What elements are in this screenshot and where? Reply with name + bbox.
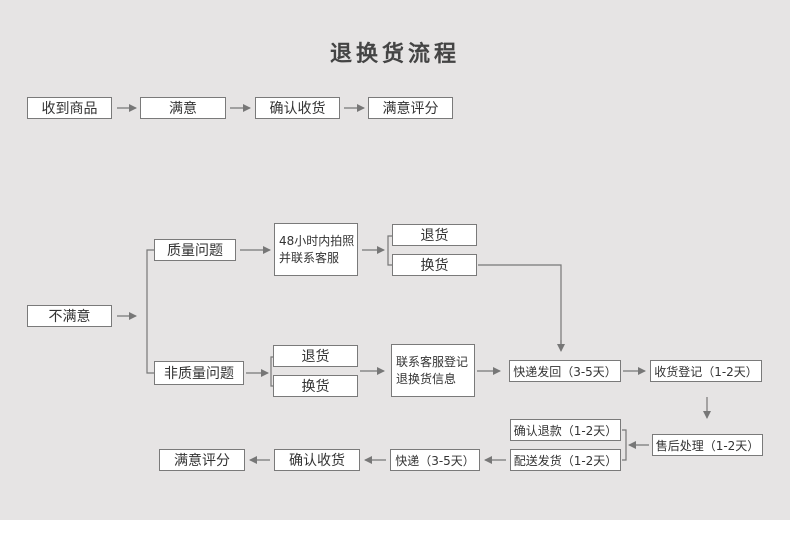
box-confirm-refund: 确认退款（1-2天） [510, 419, 621, 441]
box-quality-exchange: 换货 [392, 254, 477, 276]
box-satisfied-rating: 满意评分 [368, 97, 453, 119]
flowchart-canvas: 退换货流程 [0, 0, 790, 520]
page-title: 退换货流程 [329, 42, 460, 67]
photo-contact-line1: 48小时内拍照 [279, 233, 355, 248]
branch-bracket-quality [387, 235, 392, 266]
register-line1: 联系客服登记 [396, 354, 469, 369]
box-nonquality-exchange: 换货 [273, 375, 358, 397]
box-receive-register: 收货登记（1-2天） [650, 360, 762, 382]
box-non-quality-issue: 非质量问题 [154, 361, 244, 385]
box-ship-out: 配送发货（1-2天） [510, 449, 621, 471]
box-satisfied: 满意 [140, 97, 226, 119]
box-after-sales: 售后处理（1-2天） [652, 434, 763, 456]
box-register-return-info: 联系客服登记 退换货信息 [391, 344, 475, 397]
branch-bracket-after-sales [622, 429, 627, 461]
box-final-satisfied-rating: 满意评分 [159, 449, 245, 471]
box-confirm-receipt: 确认收货 [255, 97, 340, 119]
exchange-to-express-line [478, 264, 562, 348]
box-quality-issue: 质量问题 [154, 239, 236, 261]
box-nonquality-return: 退货 [273, 345, 358, 367]
register-line2: 退换货信息 [396, 371, 457, 386]
photo-contact-line2: 并联系客服 [279, 250, 340, 265]
box-photo-contact-service: 48小时内拍照 并联系客服 [274, 223, 358, 276]
box-receive-goods: 收到商品 [27, 97, 112, 119]
branch-bracket-main [146, 249, 154, 374]
box-quality-return: 退货 [392, 224, 477, 246]
box-express: 快递（3-5天） [390, 449, 480, 471]
box-express-back: 快递发回（3-5天） [509, 360, 621, 382]
box-final-confirm-receipt: 确认收货 [274, 449, 360, 471]
connector-lines [117, 104, 711, 464]
box-unsatisfied: 不满意 [27, 305, 112, 327]
